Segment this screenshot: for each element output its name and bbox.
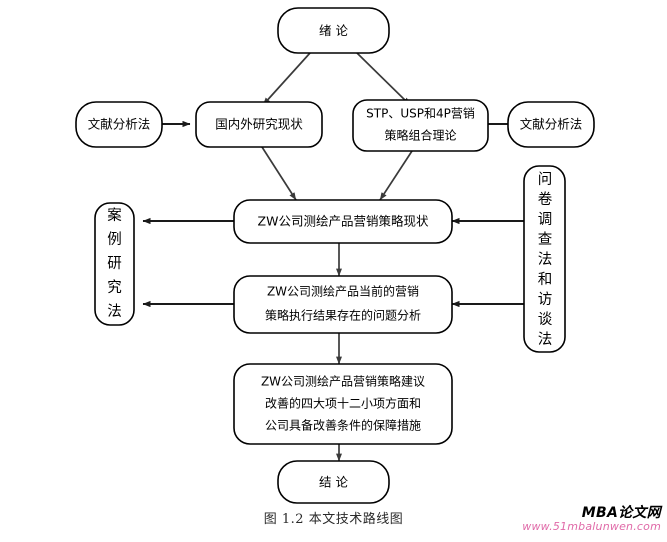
node-case-study-method-char-1: 例	[107, 231, 122, 248]
node-marketing-theory-label-line1: STP、USP和4P营销	[366, 107, 475, 121]
watermark-brand: MBA论文网	[581, 505, 661, 521]
node-marketing-theory-shape	[352, 99, 489, 152]
node-case-study-method-shape	[94, 202, 135, 326]
watermark: MBA论文网 www.51mbalunwen.com	[522, 505, 661, 534]
node-problem-analysis-label-line2: 策略执行结果存在的问题分析	[265, 308, 421, 323]
node-survey-interview-method-char-1: 卷	[538, 191, 553, 208]
node-research-status[interactable]: 国内外研究现状	[195, 101, 323, 148]
node-case-study-method-char-4: 法	[107, 303, 122, 320]
node-case-study-method[interactable]: 案 例 研 究 法	[94, 202, 135, 326]
edge-intro-to-research-status	[262, 52, 311, 106]
node-problem-analysis-label-line1: ZW公司测绘产品当前的营销	[267, 284, 419, 299]
node-improvement-suggestions-label-line3: 公司具备改善条件的保障措施	[265, 418, 421, 433]
node-conclusion-shape	[277, 460, 390, 504]
node-conclusion-label: 结 论	[319, 475, 348, 490]
node-survey-interview-method-char-7: 谈	[538, 311, 553, 328]
node-survey-interview-method-char-5: 和	[538, 271, 553, 288]
node-survey-interview-method-char-0: 问	[538, 171, 553, 188]
edge-theory-to-current-strategy	[379, 150, 413, 201]
node-literature-analysis-right-shape	[507, 101, 595, 148]
node-introduction-shape	[277, 7, 390, 54]
node-literature-analysis-left-label: 文献分析法	[88, 117, 151, 132]
node-introduction-label: 绪 论	[319, 23, 348, 38]
node-survey-interview-method-char-8: 法	[538, 331, 553, 348]
node-research-status-label: 国内外研究现状	[215, 117, 303, 132]
edge-intro-to-theory	[356, 52, 411, 106]
node-improvement-suggestions-shape	[233, 363, 453, 445]
node-marketing-theory-label-line2: 策略组合理论	[384, 128, 456, 143]
node-case-study-method-char-2: 研	[107, 256, 122, 272]
node-literature-analysis-right[interactable]: 文献分析法	[507, 101, 595, 148]
node-marketing-theory[interactable]: STP、USP和4P营销 策略组合理论	[352, 99, 489, 152]
node-survey-interview-method[interactable]: 问 卷 调 查 法 和 访 谈 法	[523, 165, 566, 353]
node-literature-analysis-right-label: 文献分析法	[520, 117, 583, 132]
node-literature-analysis-left[interactable]: 文献分析法	[75, 101, 163, 148]
watermark-url: www.51mbalunwen.com	[522, 520, 661, 534]
node-problem-analysis[interactable]: ZW公司测绘产品当前的营销 策略执行结果存在的问题分析	[233, 275, 453, 334]
node-survey-interview-method-char-3: 查	[538, 231, 553, 248]
node-survey-interview-method-char-2: 调	[538, 211, 553, 228]
node-case-study-method-char-3: 究	[107, 279, 122, 296]
node-survey-interview-method-shape	[523, 165, 566, 353]
node-current-marketing-strategy-shape	[233, 199, 453, 244]
node-introduction[interactable]: 绪 论	[277, 7, 390, 54]
node-conclusion[interactable]: 结 论	[277, 460, 390, 504]
node-survey-interview-method-char-6: 访	[538, 291, 553, 308]
node-current-marketing-strategy[interactable]: ZW公司测绘产品营销策略现状	[233, 199, 453, 244]
node-literature-analysis-left-shape	[75, 101, 163, 148]
node-problem-analysis-shape	[233, 275, 453, 334]
node-current-marketing-strategy-label: ZW公司测绘产品营销策略现状	[258, 214, 429, 229]
node-improvement-suggestions[interactable]: ZW公司测绘产品营销策略建议 改善的四大项十二小项方面和 公司具备改善条件的保障…	[233, 363, 453, 445]
edge-research-status-to-current-strategy	[261, 146, 297, 201]
node-improvement-suggestions-label-line2: 改善的四大项十二小项方面和	[265, 396, 421, 411]
node-case-study-method-char-0: 案	[107, 206, 122, 224]
figure-caption: 图 1.2 本文技术路线图	[263, 512, 404, 527]
node-survey-interview-method-char-4: 法	[538, 251, 553, 268]
node-research-status-shape	[195, 101, 323, 148]
node-improvement-suggestions-label-line1: ZW公司测绘产品营销策略建议	[261, 374, 425, 389]
